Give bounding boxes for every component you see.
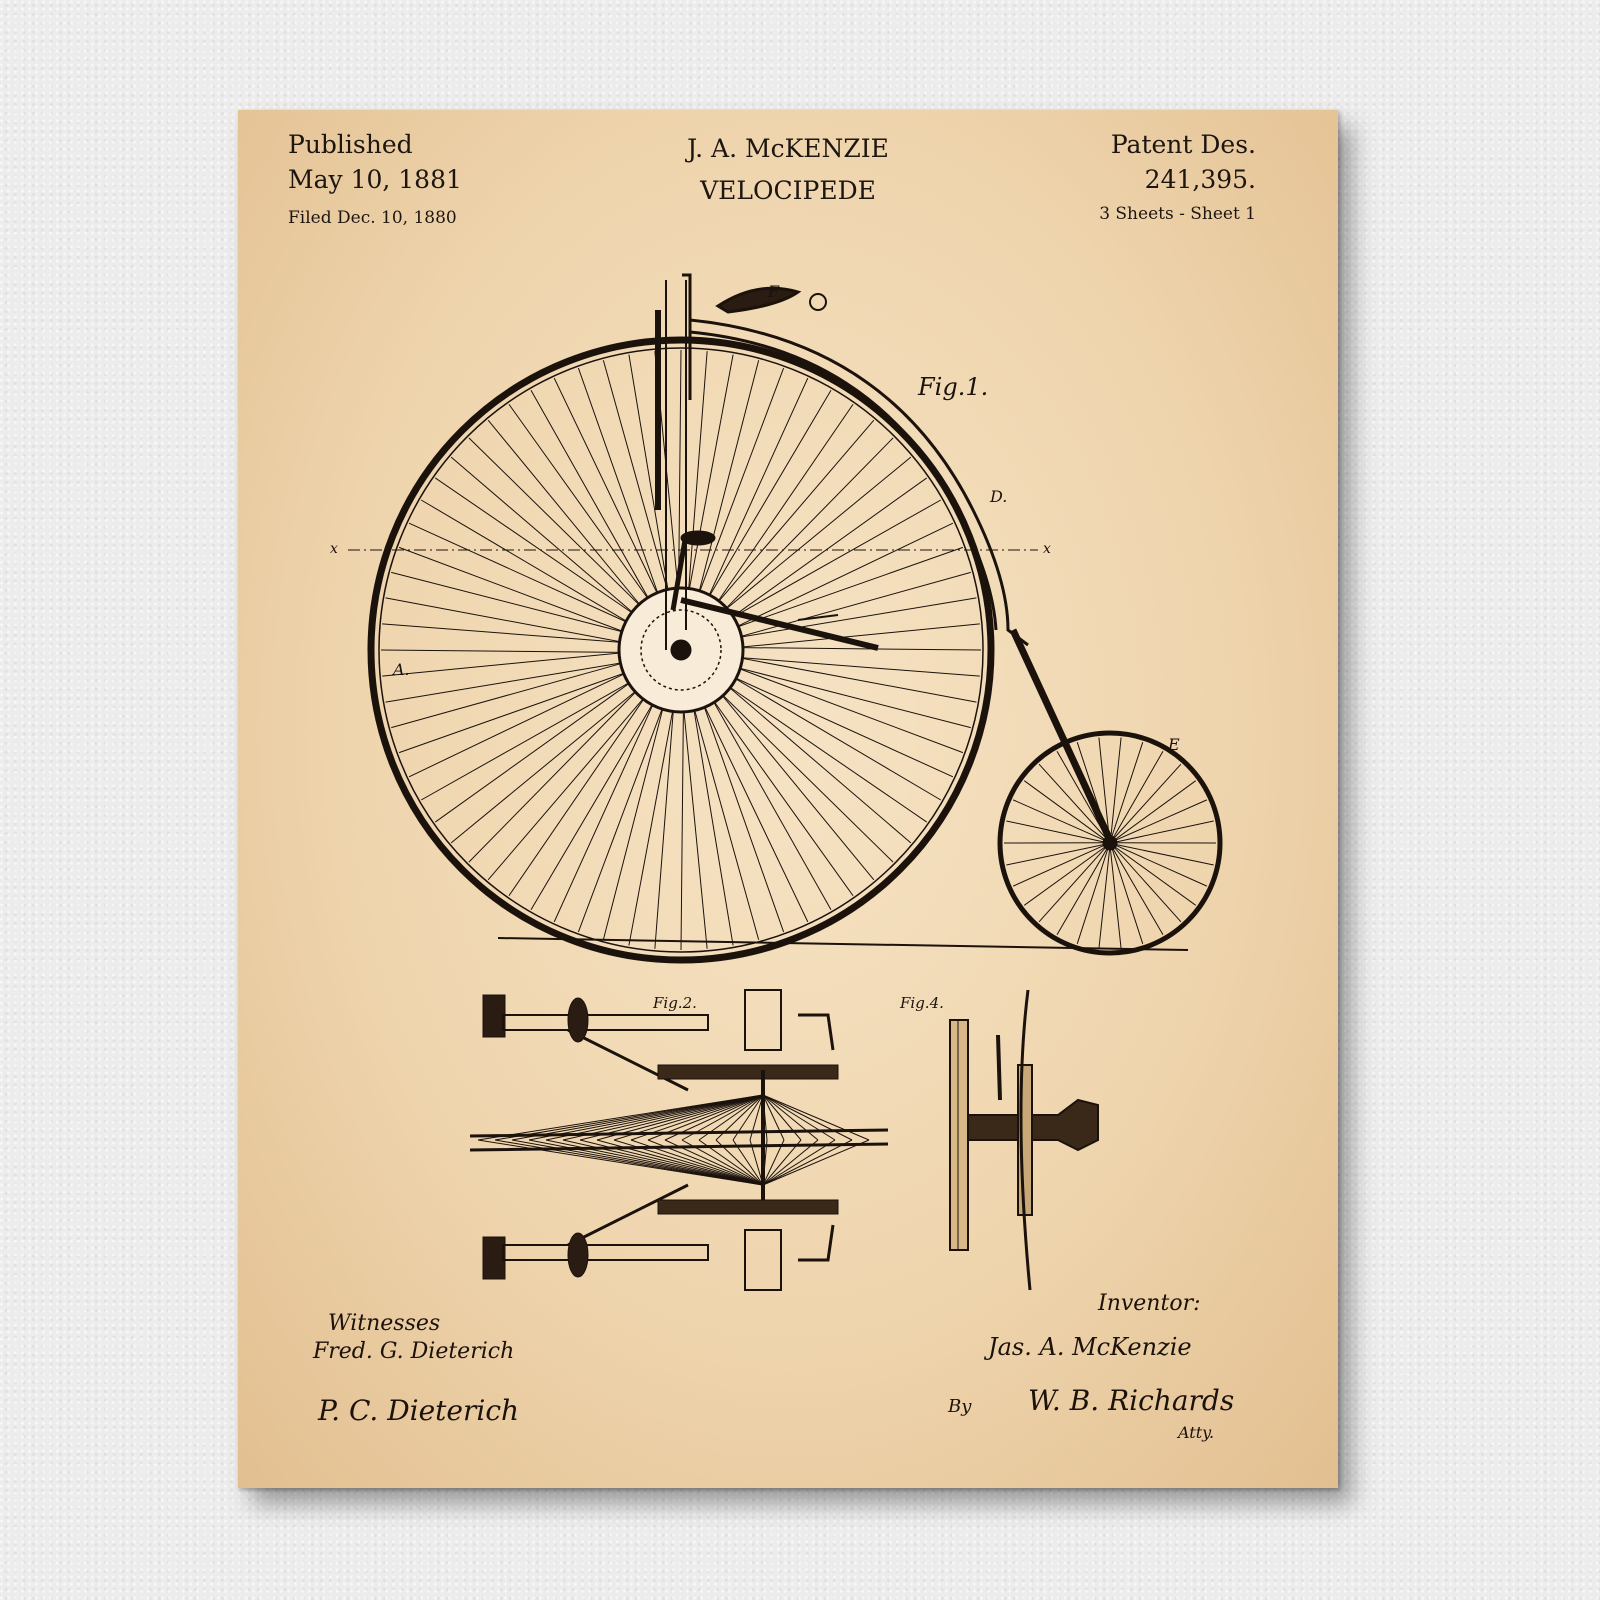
patent-drawing: Fig.1. Fig.2. Fig.4. A. D. E F x x Witne… [312,273,1234,1442]
backbone [689,318,1114,842]
part-label-d: D. [989,487,1007,506]
part-label-f: F [767,282,780,301]
fig2-assembly [469,989,889,1291]
fig4-label: Fig.4. [899,994,944,1012]
patent-label: Patent Des. [1110,130,1256,159]
section-label-right: x [1043,541,1051,557]
patent-title: VELOCIPEDE [700,176,876,205]
rear-wheel [997,730,1223,956]
treadle-lever [670,530,879,651]
part-label-a: A. [391,660,410,679]
published-date: May 10, 1881 [288,165,462,194]
patent-poster: Published May 10, 1881 Filed Dec. 10, 18… [238,110,1338,1488]
saddle [715,286,827,314]
attorney-signature: W. B. Richards [1028,1384,1234,1417]
inventor-name-heading: J. A. McKENZIE [687,134,889,163]
part-label-e: E [1167,735,1180,754]
atty-label: Atty. [1176,1423,1214,1442]
inventor-label: Inventor: [1097,1291,1201,1316]
fork [655,273,692,650]
front-wheel [367,336,995,964]
published-label: Published [288,130,413,159]
section-label-left: x [330,541,338,557]
fig4-section [949,989,1099,1291]
witness-signature-2: P. C. Dieterich [317,1394,519,1427]
ground-line [497,937,1189,951]
witnesses-label: Witnesses [328,1311,440,1336]
fig2-label: Fig.2. [652,994,697,1012]
hub [617,586,745,714]
witness-signature-1: Fred. G. Dieterich [312,1339,514,1364]
fig1-label: Fig.1. [917,373,988,401]
sheet-count: 3 Sheets - Sheet 1 [1099,204,1256,224]
inventor-signature: Jas. A. McKenzie [983,1333,1192,1361]
by-label: By [947,1396,972,1417]
patent-number: 241,395. [1144,165,1256,194]
filed-date: Filed Dec. 10, 1880 [288,208,457,228]
